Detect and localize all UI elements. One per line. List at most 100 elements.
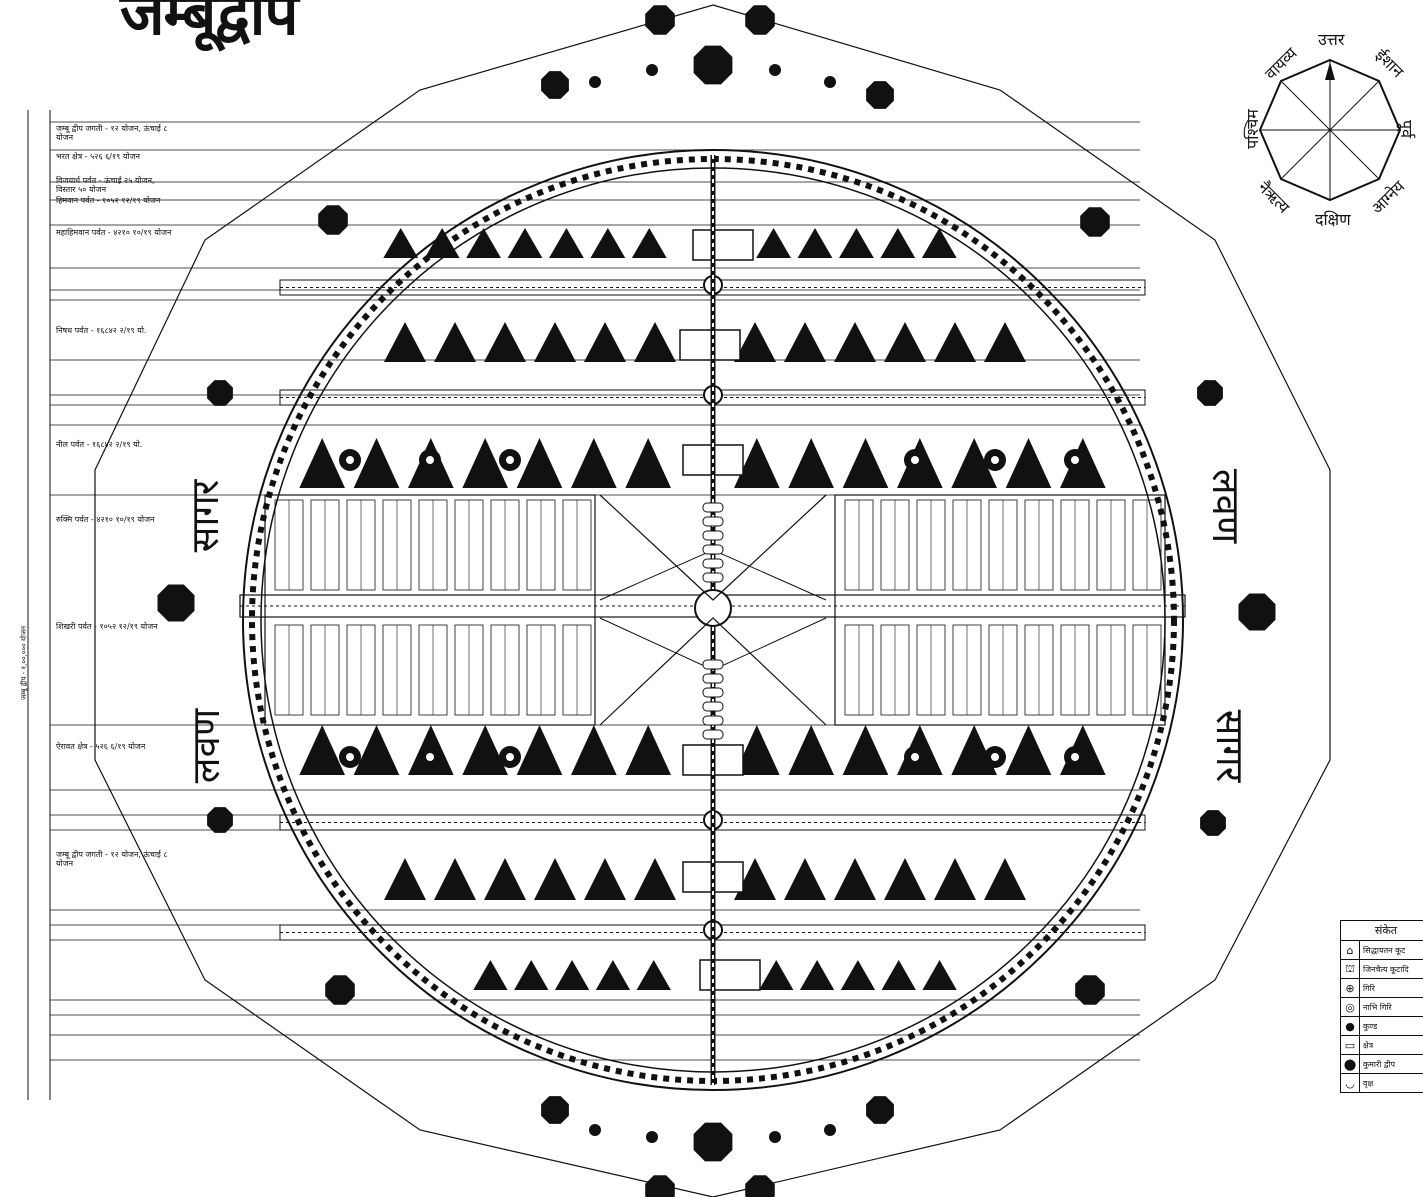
mountain-peak xyxy=(584,322,626,362)
central-box xyxy=(693,230,753,260)
compass-east-label: पूर्व xyxy=(1396,120,1418,138)
legend-symbol-icon: ◡ xyxy=(1341,1074,1360,1092)
axis-bead xyxy=(703,660,723,669)
island-icon xyxy=(1197,380,1223,406)
kund-center xyxy=(911,456,919,464)
mountain-peak xyxy=(462,725,508,775)
mountain-peak xyxy=(834,322,876,362)
island-icon xyxy=(207,807,233,833)
mountain-peak xyxy=(922,228,957,258)
side-dimension-label: जम्बू द्वीप - १,००,००० योजन xyxy=(20,626,29,700)
kund-center xyxy=(991,456,999,464)
central-box xyxy=(700,960,760,990)
mountain-peak xyxy=(434,858,476,900)
legend-symbol-icon: ⬤ xyxy=(1341,1055,1360,1073)
mountain-peak xyxy=(625,725,671,775)
kund-center xyxy=(426,753,434,761)
mountain-peak xyxy=(884,858,926,900)
mountain-peak xyxy=(798,228,833,258)
row-label: ऐरावत क्षेत्र - ५२६ ६/१९ योजन xyxy=(56,742,176,751)
island-icon xyxy=(694,46,733,85)
axis-bead xyxy=(703,674,723,683)
sea-label: लवण xyxy=(179,709,231,783)
compass-north-label: उत्तर xyxy=(1318,28,1344,50)
small-island-icon xyxy=(589,1124,601,1136)
island-icon xyxy=(1239,594,1276,631)
mountain-peak xyxy=(882,960,916,990)
row-label: नील पर्वत - १६८४२ २/१९ यो. xyxy=(56,440,176,449)
axis-bead xyxy=(703,517,723,526)
row-label: भरत क्षेत्र - ५२६ ६/१९ योजन xyxy=(56,152,176,161)
mountain-peak xyxy=(517,725,563,775)
compass-west-label: पश्चिम xyxy=(1241,109,1263,149)
mountain-peak xyxy=(800,960,834,990)
mountain-peak xyxy=(596,960,630,990)
small-island-icon xyxy=(646,64,658,76)
mountain-peak xyxy=(984,322,1026,362)
legend-item: ◡वृक्ष xyxy=(1341,1074,1423,1092)
mountain-peak xyxy=(514,960,548,990)
mountain-peak xyxy=(637,960,671,990)
legend-item: ⌂सिद्धायतन कूट xyxy=(1341,941,1423,960)
axis-bead xyxy=(703,559,723,568)
mountain-peak xyxy=(384,858,426,900)
legend-text: कुण्ड xyxy=(1360,1021,1377,1032)
row-label: जम्बू द्वीप जगती - १२ योजन, ऊंचाई ८ योजन xyxy=(56,124,176,142)
mountain-peak xyxy=(466,228,501,258)
mountain-peak xyxy=(534,858,576,900)
mountain-peak xyxy=(425,228,460,258)
legend-text: कुमारी द्वीप xyxy=(1360,1059,1395,1070)
island-icon xyxy=(645,5,675,35)
legend-symbol-icon: ◎ xyxy=(1341,998,1360,1016)
central-box xyxy=(680,330,740,360)
axis-bead xyxy=(703,702,723,711)
island-icon xyxy=(541,1096,569,1124)
axis-bead xyxy=(703,531,723,540)
kund-center xyxy=(911,753,919,761)
island-icon xyxy=(318,205,348,235)
mountain-peak xyxy=(571,438,617,488)
mountain-peak xyxy=(934,322,976,362)
mountain-peak xyxy=(922,960,956,990)
mountain-peak xyxy=(784,858,826,900)
legend-item: ▭क्षेत्र xyxy=(1341,1036,1423,1055)
mountain-peak xyxy=(299,438,345,488)
legend-symbol-icon: ⌂ xyxy=(1341,941,1360,959)
small-island-icon xyxy=(769,64,781,76)
island-icon xyxy=(541,71,569,99)
mountain-peak xyxy=(625,438,671,488)
mountain-peak xyxy=(839,228,874,258)
row-label: महाहिमवान पर्वत - ४२१० १०/१९ योजन xyxy=(56,228,176,237)
mountain-peak xyxy=(984,858,1026,900)
mountain-peak xyxy=(934,858,976,900)
small-island-icon xyxy=(769,1131,781,1143)
row-label: रुक्मि पर्वत - ४२१० १०/१९ योजन xyxy=(56,515,176,524)
sea-label: सागर xyxy=(1205,710,1257,782)
axis-bead xyxy=(703,730,723,739)
legend-symbol-icon: ● xyxy=(1341,1017,1360,1035)
axis-bead xyxy=(703,688,723,697)
legend-item: ⬤कुमारी द्वीप xyxy=(1341,1055,1423,1074)
row-label: विजयार्ध पर्वत - ऊंचाई २५ योजन, विस्तार … xyxy=(56,176,176,194)
legend-symbol-icon: ⊕ xyxy=(1341,979,1360,997)
legend-text: वृक्ष xyxy=(1360,1078,1373,1089)
mountain-peak xyxy=(354,725,400,775)
mountain-peak xyxy=(843,438,889,488)
row-label: हिमवान पर्वत - १०५२ १२/१९ योजन xyxy=(56,196,176,205)
island-icon xyxy=(1200,810,1226,836)
legend-text: गिरि xyxy=(1360,983,1375,994)
island-icon xyxy=(1080,207,1110,237)
mountain-peak xyxy=(534,322,576,362)
legend-box: संकेत ⌂सिद्धायतन कूट⛫जिनचैत्य कूटादि⊕गिर… xyxy=(1340,920,1423,1093)
row-label: जम्बू द्वीप जगती - १२ योजन, ऊंचाई ८ योजन xyxy=(56,850,176,868)
meru-mountain xyxy=(695,590,731,626)
legend-symbol-icon: ▭ xyxy=(1341,1036,1360,1054)
mountain-peak xyxy=(632,228,667,258)
island-icon xyxy=(694,1123,733,1162)
compass-rose xyxy=(1260,60,1400,200)
row-label: शिखरी पर्वत - १०५२ १२/१९ योजन xyxy=(56,622,176,631)
mountain-peak xyxy=(473,960,507,990)
small-island-icon xyxy=(646,1131,658,1143)
mountain-peak xyxy=(571,725,617,775)
